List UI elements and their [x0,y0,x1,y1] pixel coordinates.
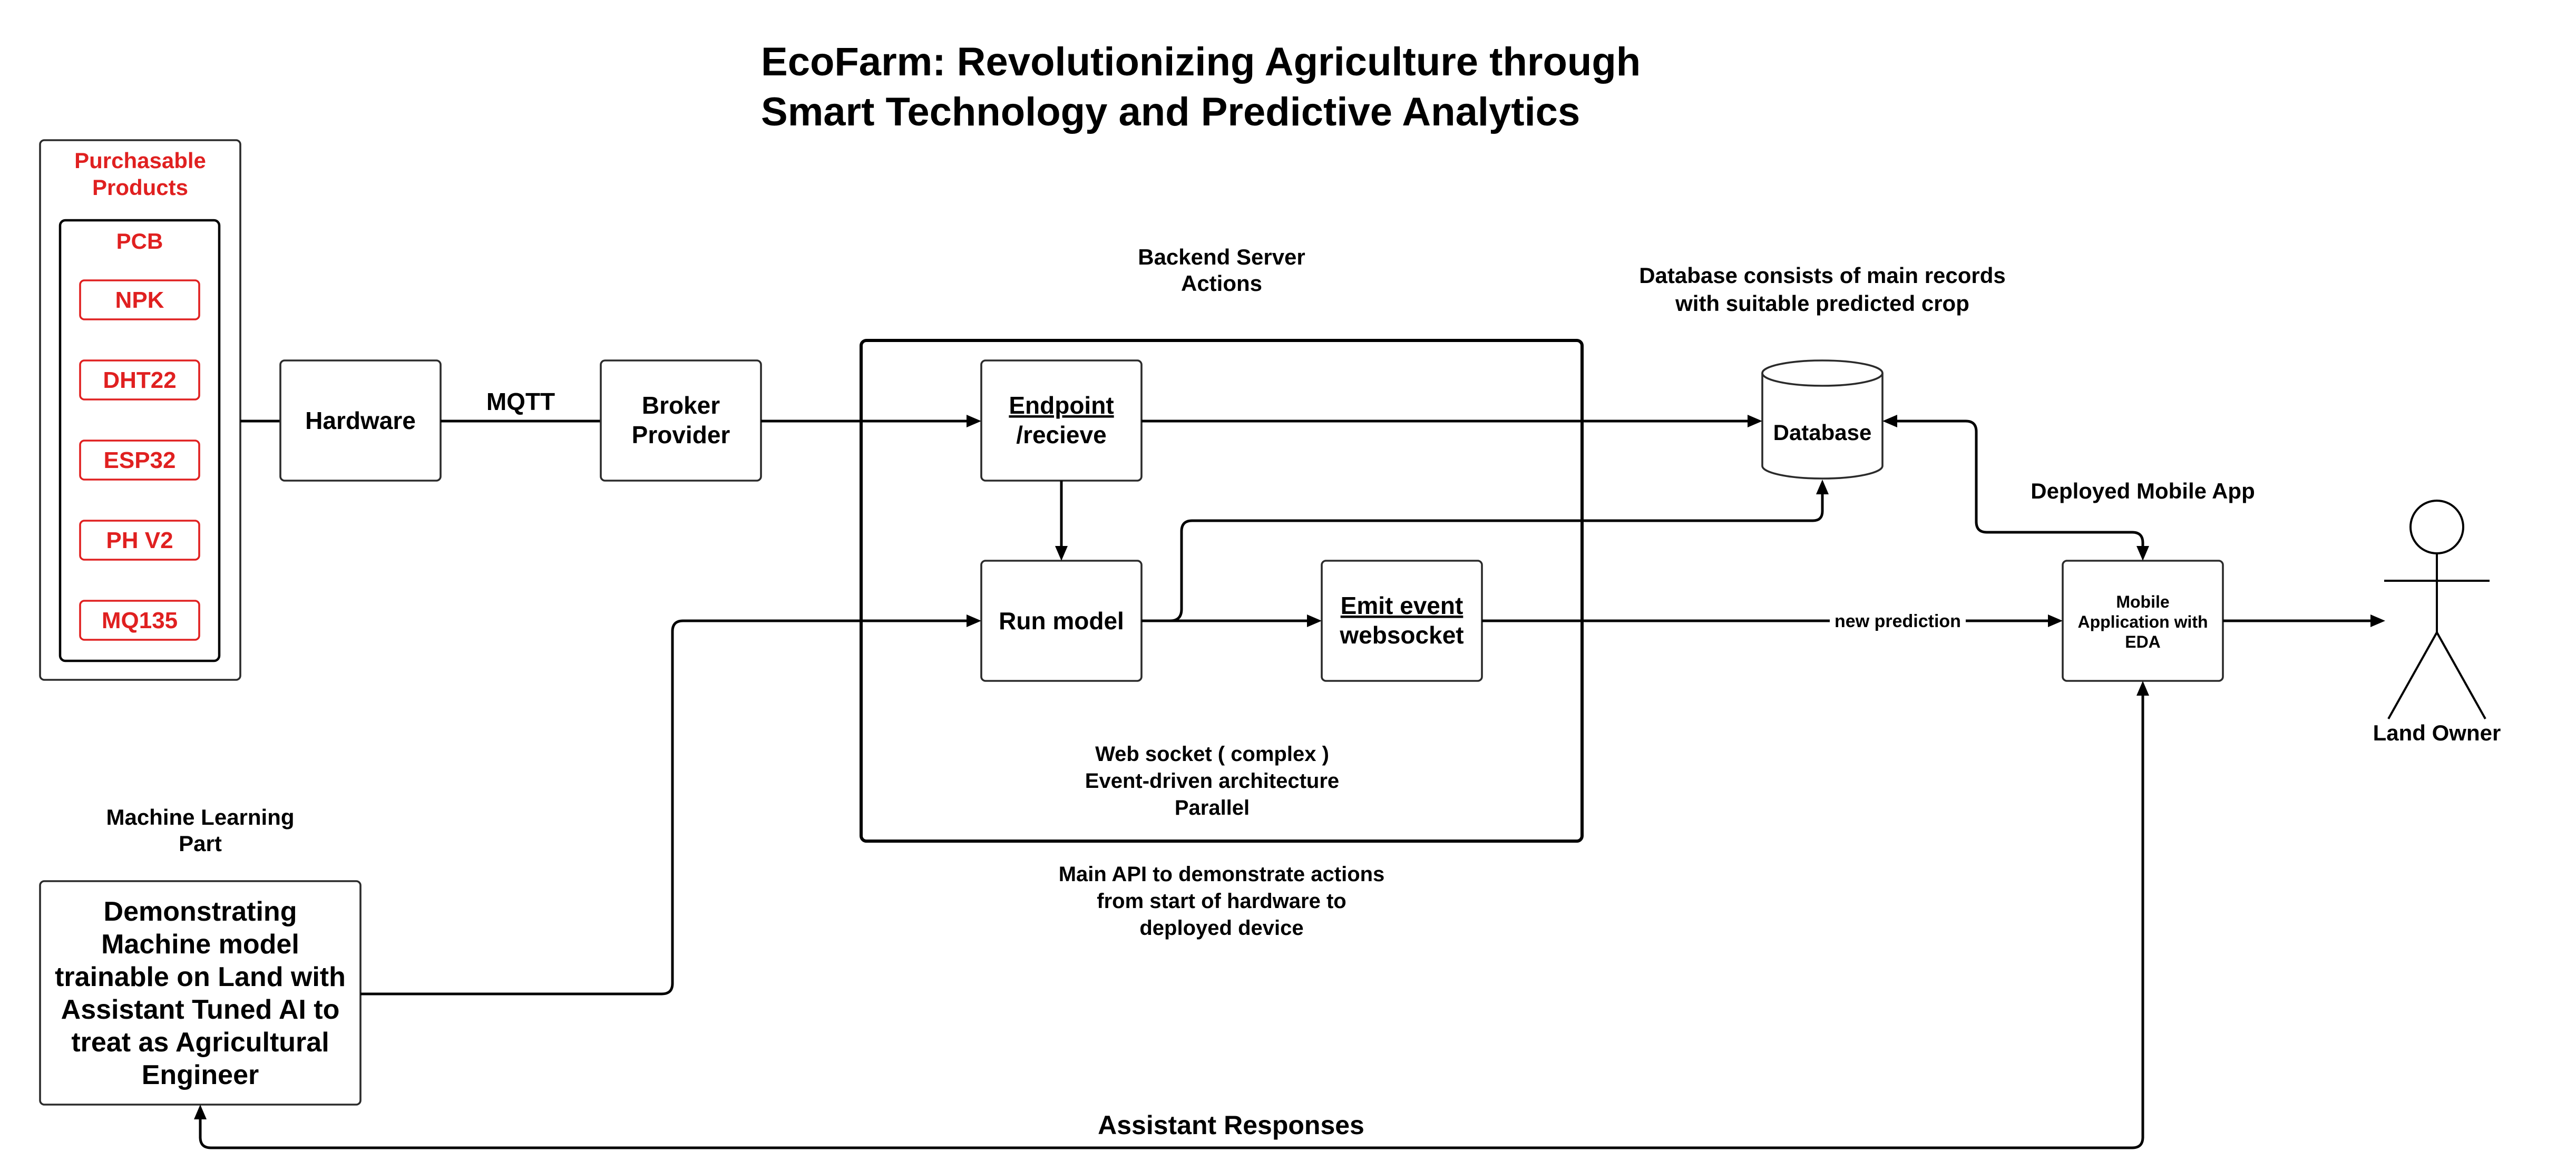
product-dht22-label: DHT22 [103,367,176,393]
arrow-endpoint-database [1748,415,1762,427]
title-line-2: Smart Technology and Predictive Analytic… [761,90,1580,134]
connector-database-mobile [1896,419,2144,547]
product-phv2-label: PH V2 [106,528,173,553]
purchasable-heading-line-2: Products [92,175,188,200]
mobile-heading: Deployed Mobile App [2031,479,2255,503]
title-line-1: EcoFarm: Revolutionizing Agriculture thr… [761,40,1641,84]
endpoint-box [980,359,1143,482]
purchasable-products-group: Purchasable Products PCB NPK DHT22 ESP32… [39,139,241,681]
connector-ml-runmodel [360,619,968,996]
ml-box-line-3: trainable on Land with [55,962,346,992]
arrow-runmodel-emit [1307,614,1322,627]
ml-box-line-1: Demonstrating [104,896,297,927]
emit-event-label-line-1: Emit event [1341,592,1463,619]
ml-box-line-2: Machine model [101,929,299,960]
ml-box-line-5: treat as Agricultural [71,1027,329,1058]
ml-heading-line-2: Part [179,831,222,856]
hardware-label: Hardware [305,407,416,434]
product-phv2-box [79,520,200,561]
arrow-mobile-landowner [2370,614,2385,627]
product-npk-label: NPK [115,287,164,313]
arrow-to-database [1882,415,1897,427]
arrow-endpoint-runmodel [1055,546,1068,561]
backend-server-frame [860,339,1584,843]
endpoint-label-line-1: Endpoint [1009,392,1114,419]
ml-heading-line-1: Machine Learning [106,805,294,830]
mobile-label-line-2: Application with [2077,612,2208,631]
product-mq135-label: MQ135 [102,608,178,633]
new-prediction-label: new prediction [1835,611,1961,631]
arrow-broker-endpoint [967,415,981,427]
api-note-line-3: deployed device [1139,916,1303,940]
broker-provider-box [600,359,762,482]
product-npk-box [79,279,200,320]
broker-label-line-1: Broker [642,392,720,419]
database-note-line-1: Database consists of main records [1639,263,2006,288]
purchasable-heading-line-1: Purchasable [74,148,206,173]
mobile-label-line-1: Mobile [2116,592,2169,611]
connector-mobile-ml [199,695,2144,1149]
database-note-line-2: with suitable predicted crop [1675,291,1969,316]
backend-note-line-3: Parallel [1175,796,1250,819]
land-owner-figure [2384,500,2490,719]
new-prediction-label-bg [1830,610,1966,631]
backend-heading-line-2: Actions [1181,271,1262,296]
backend-heading-line-1: Backend Server [1138,245,1305,269]
emit-event-label-line-2: websocket [1339,621,1463,649]
database-cylinder [1761,359,1884,480]
product-mq135-box [79,600,200,641]
ml-box-line-6: Engineer [142,1060,259,1090]
emit-event-box [1321,560,1483,682]
land-owner-label: Land Owner [2373,720,2501,745]
mqtt-label: MQTT [486,388,555,415]
run-model-label: Run model [999,607,1124,635]
arrow-emit-mobile [2048,614,2063,627]
backend-note-line-2: Event-driven architecture [1085,769,1339,793]
arrow-to-mobile [2136,546,2149,561]
arrow-to-ml [194,1105,207,1119]
api-note-line-1: Main API to demonstrate actions [1059,863,1385,886]
arrow-ml-runmodel [967,614,981,627]
arrow-runmodel-database [1816,480,1829,494]
pcb-label: PCB [116,229,163,253]
arrow-from-mobile [2136,681,2149,696]
product-esp32-box [79,440,200,481]
ml-box-line-4: Assistant Tuned AI to [61,994,340,1025]
product-esp32-label: ESP32 [104,447,176,473]
connector-runmodel-database [1169,492,1824,622]
database-label: Database [1773,420,1872,445]
product-dht22-box [79,359,200,401]
assistant-responses-label: Assistant Responses [1098,1110,1364,1140]
broker-label-line-2: Provider [632,421,730,448]
mobile-label-line-3: EDA [2125,632,2161,651]
endpoint-label-line-2: /recieve [1016,421,1106,448]
api-note-line-2: from start of hardware to [1097,890,1346,913]
backend-note-line-1: Web socket ( complex ) [1095,743,1329,766]
